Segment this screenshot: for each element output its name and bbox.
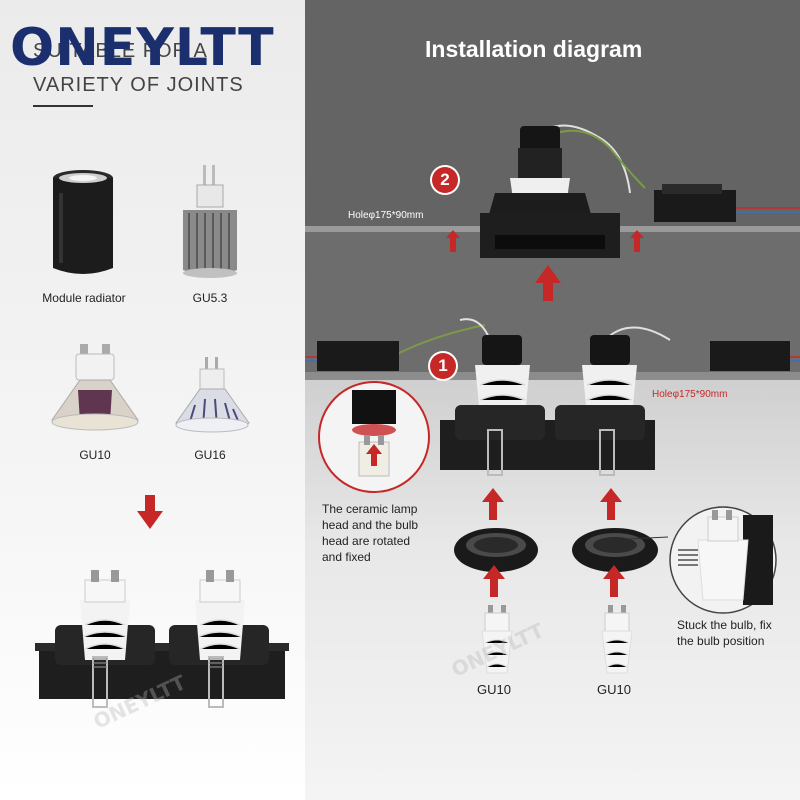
ceiling-line-mid	[305, 372, 800, 380]
up-arrow-icon	[603, 565, 625, 597]
rotation-note: The ceramic lamp head and the bulb head …	[322, 501, 418, 565]
rotation-note-line: and fixed	[322, 550, 371, 564]
gu53-bulb-image	[183, 165, 237, 278]
gu10-label: GU10	[79, 448, 111, 462]
gu10-bulb-left-image	[481, 605, 513, 674]
driver-box-right-image	[654, 184, 800, 222]
clip-note: Stuck the bulb, fix the bulb position	[677, 617, 772, 649]
gu53-label: GU5.3	[192, 291, 228, 305]
rotation-note-line: head and the bulb	[322, 518, 419, 532]
up-arrow-icon	[630, 230, 644, 252]
step-2-badge: 2	[432, 167, 458, 193]
hole-size-label-top: Holeφ175*90mm	[348, 210, 424, 221]
up-arrow-icon	[535, 265, 561, 301]
gu10-right-label: GU10	[597, 682, 631, 697]
gu16-label: GU16	[194, 448, 226, 462]
hole-size-label-mid: Holeφ175*90mm	[652, 389, 728, 400]
heading-underline	[33, 105, 93, 107]
driver-box-left-image	[305, 324, 486, 371]
bulb-clip-zoom-image	[627, 506, 777, 614]
installation-title: Installation diagram	[425, 36, 643, 62]
driver-box-right-lower-image	[710, 341, 800, 371]
gu10-left-label: GU10	[477, 682, 511, 697]
brand-logo: ONEYLTT	[10, 18, 275, 78]
step-1-badge: 1	[430, 353, 456, 379]
module-radiator-image	[53, 170, 113, 274]
down-arrow-icon	[137, 495, 163, 529]
up-arrow-icon	[483, 565, 505, 597]
double-fixture-image	[35, 570, 289, 708]
gu10-bulb-right-image	[601, 605, 633, 674]
up-arrow-icon	[446, 230, 460, 252]
retaining-ring-left-image	[454, 528, 538, 572]
up-arrow-icon	[482, 488, 504, 520]
rotation-note-line: The ceramic lamp	[322, 502, 418, 516]
joints-heading-line1: SUITABLE FOR A	[33, 40, 208, 62]
clip-note-line: Stuck the bulb, fix	[677, 618, 772, 632]
clip-note-line: the bulb position	[677, 634, 765, 648]
lamp-head-zoom-image	[318, 381, 430, 493]
rotation-note-line: head are rotated	[322, 534, 411, 548]
gu10-bulb-image	[51, 344, 139, 431]
fixture-step2-image	[480, 124, 646, 258]
joints-heading-line2: VARIETY OF JOINTS	[33, 74, 244, 96]
gu16-bulb-image	[175, 357, 250, 433]
joints-heading: SUITABLE FOR A VARIETY OF JOINTS	[33, 34, 263, 102]
module-radiator-label: Module radiator	[42, 291, 126, 305]
up-arrow-icon	[600, 488, 622, 520]
double-fixture-install-image	[440, 318, 671, 476]
